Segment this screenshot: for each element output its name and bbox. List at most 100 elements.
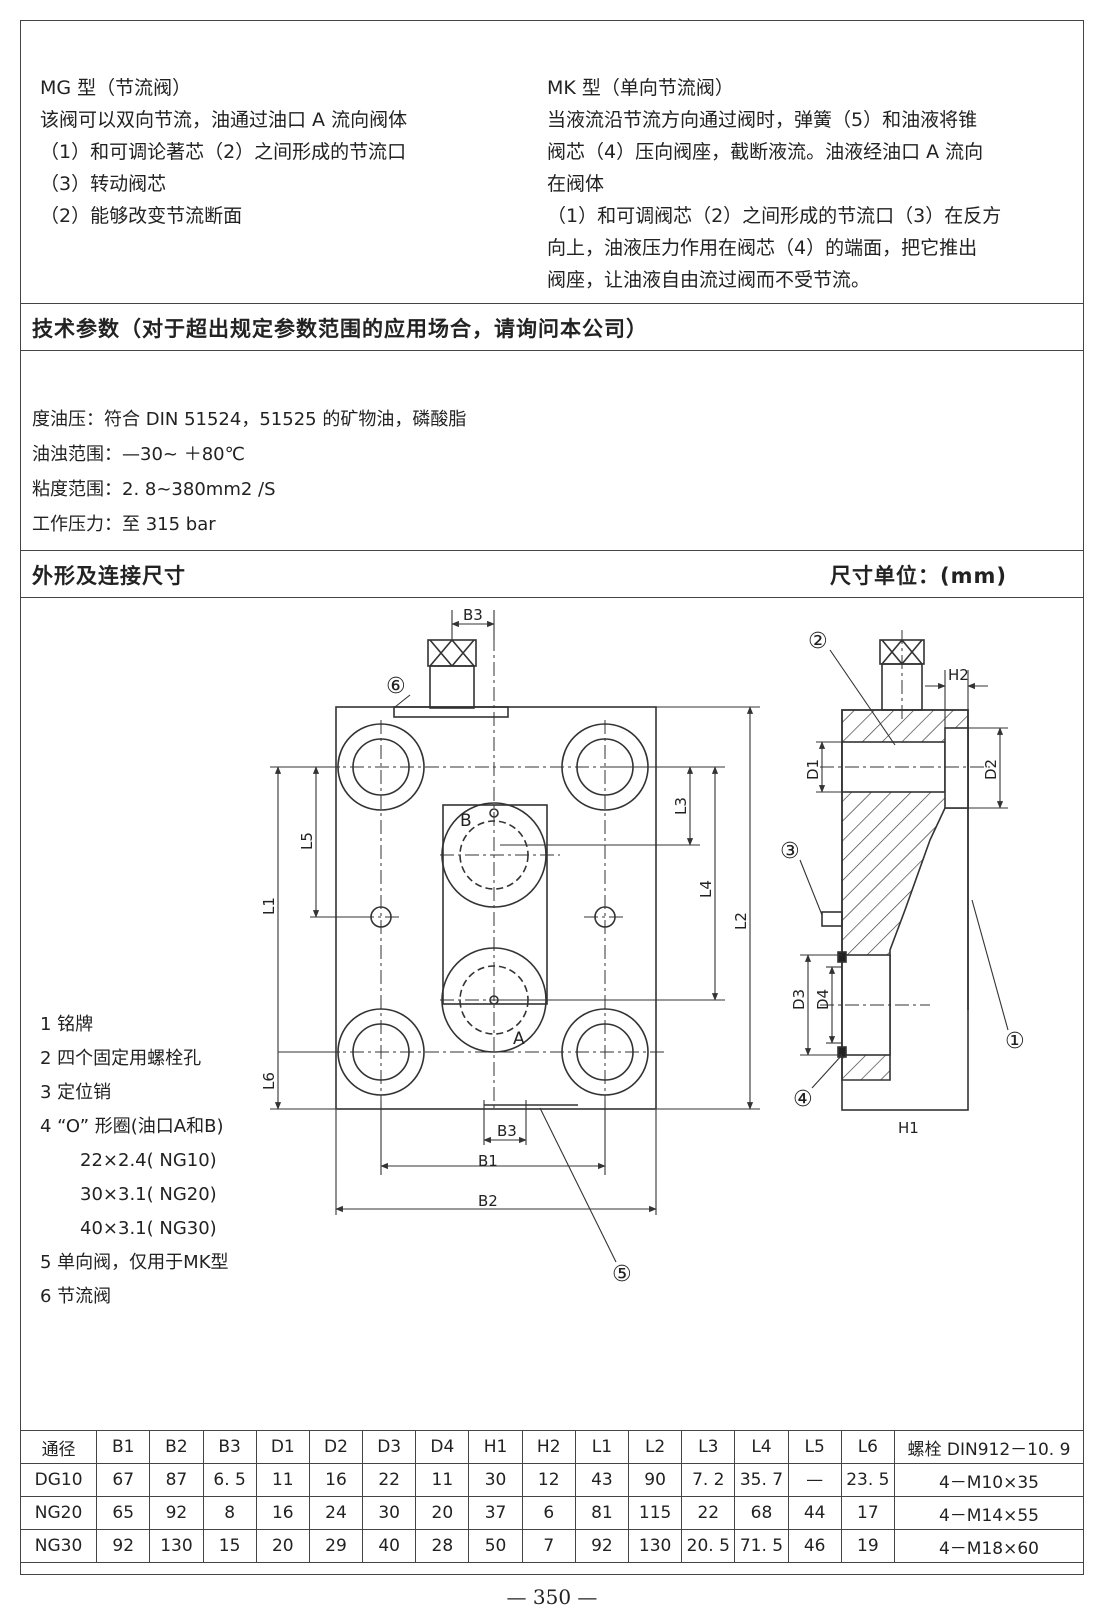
table-cell: 通径 bbox=[19, 1430, 98, 1464]
legend-item: 4 “O” 形圈(油口A和B) bbox=[40, 1116, 224, 1137]
table-cell: 20. 5 bbox=[681, 1529, 736, 1563]
table-cell: L3 bbox=[681, 1430, 736, 1464]
table-cell: 4－M14×55 bbox=[893, 1496, 1085, 1530]
table-cell: 40 bbox=[362, 1529, 417, 1563]
table-cell: 4－M10×35 bbox=[893, 1463, 1085, 1497]
table-cell: 71. 5 bbox=[734, 1529, 789, 1563]
page-number: — 350 — bbox=[506, 1585, 598, 1609]
table-cell: 65 bbox=[96, 1496, 151, 1530]
label-d3: D3 bbox=[790, 989, 808, 1010]
table-cell: L6 bbox=[840, 1430, 895, 1464]
label-b3-bottom: B3 bbox=[497, 1122, 517, 1140]
table-cell: 46 bbox=[787, 1529, 842, 1563]
label-h2: H2 bbox=[948, 666, 969, 684]
table-cell: D4 bbox=[415, 1430, 470, 1464]
table-cell: 12 bbox=[521, 1463, 576, 1497]
table-cell: 20 bbox=[415, 1496, 470, 1530]
table-cell: B1 bbox=[96, 1430, 151, 1464]
legend-subitem: 30×3.1( NG20) bbox=[80, 1184, 217, 1205]
table-cell: 37 bbox=[468, 1496, 523, 1530]
legend-subitem: 22×2.4( NG10) bbox=[80, 1150, 217, 1171]
label-b2: B2 bbox=[478, 1192, 498, 1210]
label-port-a: A bbox=[513, 1029, 525, 1049]
table-cell: 130 bbox=[149, 1529, 204, 1563]
mg-title: MG 型（节流阀） bbox=[40, 77, 192, 99]
tech-line: 工作压力：至 315 bar bbox=[32, 514, 216, 535]
table-cell: 22 bbox=[362, 1463, 417, 1497]
mk-line: 在阀体 bbox=[547, 173, 605, 195]
dims-section-title: 外形及连接尺寸 bbox=[32, 564, 186, 588]
drawing-legend: 1 铭牌 2 四个固定用螺栓孔 3 定位销 4 “O” 形圈(油口A和B) 22… bbox=[40, 1008, 229, 1314]
mg-line: （2）能够改变节流断面 bbox=[40, 205, 243, 227]
table-cell: 92 bbox=[149, 1496, 204, 1530]
callout-1: ① bbox=[1005, 1029, 1025, 1054]
label-d1: D1 bbox=[804, 759, 822, 780]
legend-subitem: 40×3.1( NG30) bbox=[80, 1218, 217, 1239]
table-cell: D1 bbox=[255, 1430, 310, 1464]
table-cell: 16 bbox=[255, 1496, 310, 1530]
table-cell: 19 bbox=[840, 1529, 895, 1563]
table-cell: 92 bbox=[96, 1529, 151, 1563]
label-l6: L6 bbox=[260, 1072, 278, 1090]
tech-line: 油浊范围：—30~ ＋80℃ bbox=[32, 444, 245, 465]
technical-drawing: B3 B3 B1 B2 H1 H2 B A L1 L5 L6 L2 L3 L4 … bbox=[260, 606, 1025, 1287]
mg-line: （3）转动阀芯 bbox=[40, 173, 167, 195]
table-cell: DG10 bbox=[19, 1463, 98, 1497]
mg-line: 该阀可以双向节流，油通过油口 A 流向阀体 bbox=[40, 109, 408, 131]
page-frame bbox=[20, 20, 1084, 1575]
table-cell: H1 bbox=[468, 1430, 523, 1464]
table-cell: 7. 2 bbox=[681, 1463, 736, 1497]
table-cell: 30 bbox=[362, 1496, 417, 1530]
table-cell: NG30 bbox=[19, 1529, 98, 1563]
legend-item: 3 定位销 bbox=[40, 1082, 112, 1103]
table-cell: 87 bbox=[149, 1463, 204, 1497]
table-cell: 92 bbox=[574, 1529, 630, 1563]
label-l1: L1 bbox=[260, 897, 278, 915]
table-cell: 17 bbox=[840, 1496, 895, 1530]
table-cell: 43 bbox=[574, 1463, 630, 1497]
divider bbox=[20, 350, 1084, 351]
mk-line: 向上，油液压力作用在阀芯（4）的端面，把它推出 bbox=[547, 237, 978, 259]
table-cell: 15 bbox=[202, 1529, 257, 1563]
table-cell: L2 bbox=[628, 1430, 683, 1464]
callout-6: ⑥ bbox=[386, 674, 406, 699]
table-cell: 90 bbox=[628, 1463, 683, 1497]
legend-item: 6 节流阀 bbox=[40, 1286, 112, 1307]
mk-line: 当液流沿节流方向通过阀时，弹簧（5）和油液将锥 bbox=[547, 109, 978, 131]
table-cell: 24 bbox=[308, 1496, 364, 1530]
mk-description: MK 型（单向节流阀） 当液流沿节流方向通过阀时，弹簧（5）和油液将锥 阀芯（4… bbox=[547, 72, 1001, 296]
mg-line: （1）和可调论著芯（2）之间形成的节流口 bbox=[40, 141, 407, 163]
table-cell: 44 bbox=[787, 1496, 842, 1530]
legend-item: 2 四个固定用螺栓孔 bbox=[40, 1048, 202, 1069]
mk-line: 阀座，让油液自由流过阀而不受节流。 bbox=[547, 269, 871, 291]
table-cell: 16 bbox=[308, 1463, 364, 1497]
divider bbox=[20, 303, 1084, 304]
table-cell: L1 bbox=[574, 1430, 630, 1464]
table-cell: 68 bbox=[734, 1496, 789, 1530]
table-cell: 115 bbox=[628, 1496, 683, 1530]
table-cell: 6. 5 bbox=[202, 1463, 257, 1497]
label-b1: B1 bbox=[478, 1152, 498, 1170]
table-cell: L5 bbox=[787, 1430, 842, 1464]
label-l4: L4 bbox=[697, 880, 715, 898]
mg-description: MG 型（节流阀） 该阀可以双向节流，油通过油口 A 流向阀体 （1）和可调论著… bbox=[40, 72, 407, 232]
tech-params: 度油压：符合 DIN 51524，51525 的矿物油，磷酸脂 油浊范围：—30… bbox=[32, 402, 466, 542]
table-cell: 50 bbox=[468, 1529, 523, 1563]
table-cell: 130 bbox=[628, 1529, 683, 1563]
divider bbox=[20, 597, 1084, 598]
table-cell: D2 bbox=[308, 1430, 364, 1464]
table-cell: NG20 bbox=[19, 1496, 98, 1530]
label-l2: L2 bbox=[732, 912, 750, 930]
table-cell: 67 bbox=[96, 1463, 151, 1497]
table-cell: 11 bbox=[255, 1463, 310, 1497]
table-cell: 20 bbox=[255, 1529, 310, 1563]
label-h1: H1 bbox=[898, 1119, 919, 1137]
mk-title: MK 型（单向节流阀） bbox=[547, 77, 734, 99]
legend-item: 5 单向阀，仅用于MK型 bbox=[40, 1252, 229, 1273]
callout-3: ③ bbox=[780, 839, 800, 864]
